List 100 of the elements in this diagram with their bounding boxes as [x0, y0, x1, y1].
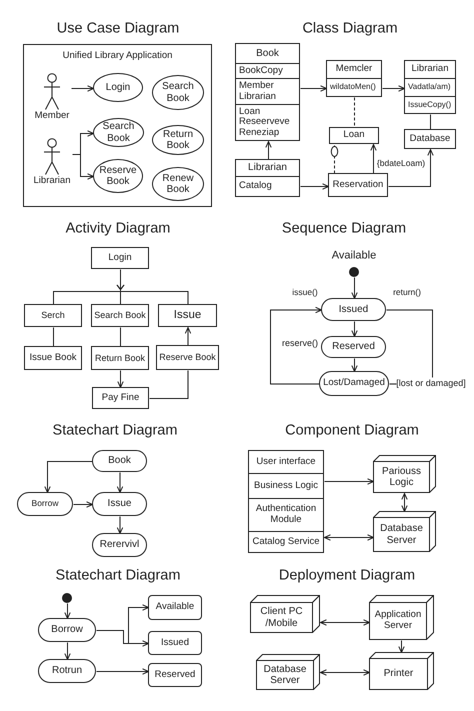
panel-title: Sequence Diagram	[282, 220, 406, 238]
panel-title: Statechart Diagram	[52, 422, 178, 440]
state-box: Rerervivl	[92, 533, 147, 557]
arrow	[71, 85, 94, 92]
panel-title: Component Diagram	[285, 422, 419, 440]
edge-label: {bdateLoam)	[376, 159, 426, 169]
state-box: Issued	[148, 631, 202, 655]
use-case-ellipse: Reserve Book	[93, 159, 143, 193]
class-name: Book	[255, 46, 280, 61]
system-name: Unified Library Application	[62, 51, 174, 62]
state-box: Book	[92, 450, 147, 472]
use-case-ellipse: Return Book	[152, 125, 204, 155]
actor-label: Member	[34, 111, 70, 122]
class-box: Loan	[329, 127, 379, 144]
state-box: Reserved	[148, 663, 202, 687]
use-case-ellipse: Login	[93, 73, 143, 102]
arrow	[382, 85, 405, 92]
use-case-ellipse: Search Book	[152, 75, 204, 110]
activity-box: Issue	[158, 304, 217, 327]
class-box: Database	[404, 129, 456, 149]
arrow	[64, 642, 71, 660]
arrow	[73, 501, 93, 508]
arrow	[351, 321, 358, 337]
class-box: Reservation	[328, 173, 388, 197]
start-dot-icon	[349, 267, 359, 277]
edge-label: issue()	[291, 288, 319, 298]
component-section: Business Logic	[248, 473, 324, 499]
connector-line	[386, 310, 433, 378]
class-members: IssueCopy()	[405, 96, 455, 113]
line-with-oval-end	[330, 144, 338, 174]
activity-box: Reserve Book	[156, 345, 219, 370]
component-section: User interface	[248, 450, 324, 474]
panel-title: Statechart Diagram	[56, 568, 180, 584]
arrow	[116, 472, 124, 493]
arrow	[351, 358, 358, 372]
use-case-ellipse: Renew Book	[152, 167, 204, 201]
class-members: Catalog	[236, 176, 299, 196]
arrow	[72, 154, 94, 180]
system-boundary	[23, 44, 212, 207]
component-section: Catalog Service	[248, 531, 324, 553]
arrow	[96, 668, 149, 675]
state-box: Rotrun	[38, 659, 96, 683]
connector-line	[120, 327, 121, 347]
component-section: Authentication Module	[248, 498, 324, 532]
class-name: Librarian	[247, 161, 288, 176]
arrow	[388, 149, 434, 187]
arrow	[370, 144, 377, 174]
arrow	[351, 277, 358, 299]
arrow	[324, 478, 374, 485]
dashed-line	[354, 97, 355, 128]
class-members: BookCopy	[236, 63, 299, 78]
edge-label: return()	[392, 288, 422, 298]
guard-label: [lost or damaged]	[396, 377, 466, 390]
state-box: Borrow	[17, 492, 73, 516]
arrow	[64, 603, 71, 619]
state-box: Borrow	[38, 618, 96, 642]
arrow	[117, 370, 124, 388]
double-arrow	[320, 619, 370, 626]
class-name: Librarian	[410, 62, 450, 76]
panel-title: Class Diagram	[302, 20, 398, 38]
class-members: Loan Reseerveve Reneziap	[236, 104, 299, 140]
arrow	[116, 269, 188, 305]
state-box: Issued	[321, 298, 386, 321]
class-name: Memcler	[334, 62, 374, 76]
arrow	[184, 327, 192, 346]
class-members: Member Librarian	[236, 78, 299, 104]
panel-title: Use Case Diagram	[56, 20, 180, 38]
panel-title: Activity Diagram	[66, 220, 170, 238]
state-box: Lost/Damaged	[319, 371, 389, 396]
state-box: Reserved	[321, 336, 386, 358]
class-members: Vadatla/am)	[405, 78, 455, 96]
arrow	[116, 516, 124, 534]
start-dot-icon	[62, 593, 72, 603]
actor-label: Librarian	[34, 176, 70, 187]
arrow	[398, 640, 405, 653]
activity-box: Serch	[24, 304, 82, 327]
state-box: Available	[148, 595, 202, 620]
activity-box: Search Book	[91, 304, 149, 327]
double-arrow	[320, 669, 370, 676]
arrow	[96, 630, 149, 647]
state-box: Issue	[92, 492, 147, 516]
class-box	[235, 43, 300, 141]
activity-box: Login	[91, 247, 149, 269]
activity-box: Return Book	[91, 346, 149, 370]
arrow	[270, 306, 322, 384]
double-arrow	[324, 534, 374, 541]
arrow	[300, 85, 327, 92]
connector-line	[149, 370, 188, 399]
arrow	[265, 141, 272, 160]
class-box	[404, 60, 456, 114]
state-caption: Available	[332, 250, 376, 262]
class-members: wildatoMen()	[327, 78, 381, 96]
class-box	[235, 159, 300, 197]
arrow	[300, 183, 329, 190]
double-arrow	[401, 493, 408, 512]
connector-line	[53, 327, 54, 347]
arrow	[44, 461, 93, 493]
activity-box: Pay Fine	[92, 387, 149, 409]
class-box	[326, 60, 382, 97]
panel-title: Deployment Diagram	[278, 568, 416, 584]
